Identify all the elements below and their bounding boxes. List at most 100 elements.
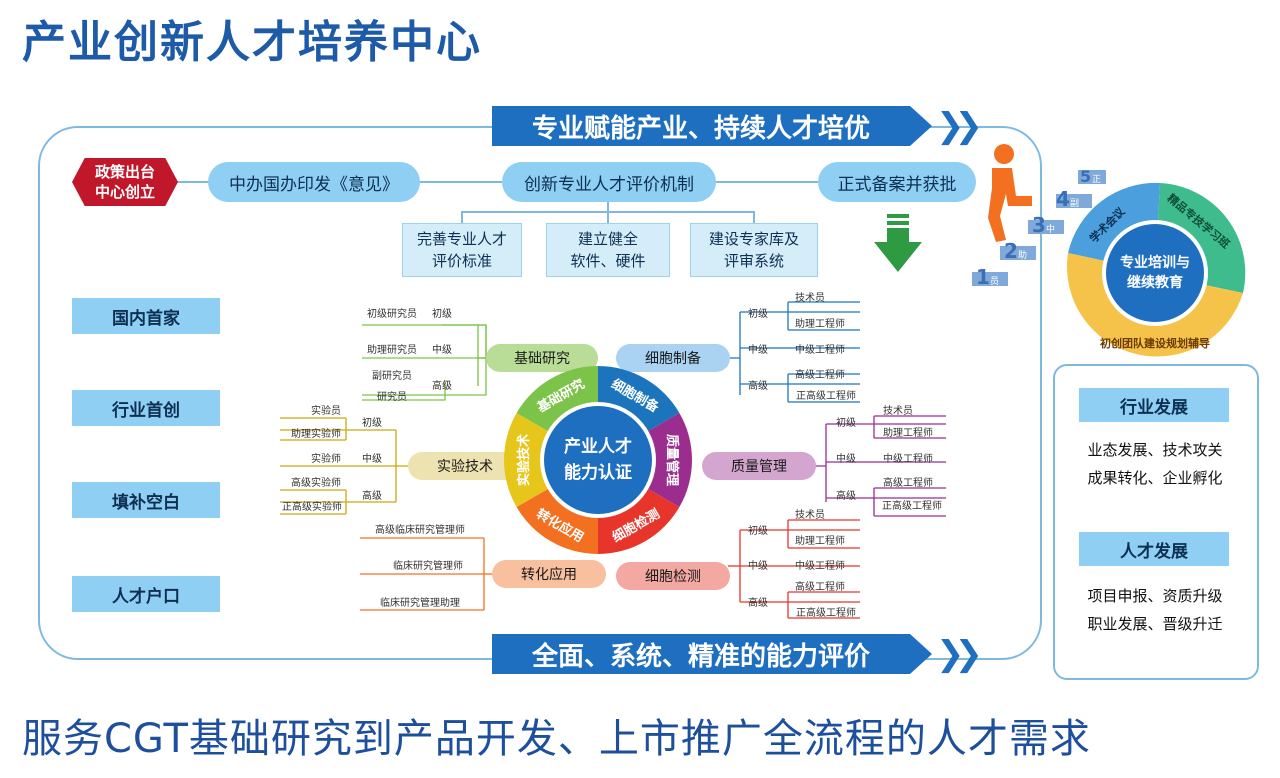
svg-text:高级实验师: 高级实验师	[291, 476, 341, 489]
ring-basic-segment	[516, 366, 598, 432]
branch-lab-label: 实验技术	[437, 459, 493, 475]
svg-text:初级: 初级	[836, 416, 856, 429]
step-3-num: 3	[1032, 213, 1046, 237]
right-panel	[1053, 364, 1259, 680]
branch-basic-research	[362, 324, 518, 401]
ring-apply-segment	[516, 488, 598, 554]
center-circle	[544, 406, 652, 514]
sub-box-experts: 建设专家库及评审系统	[690, 223, 818, 277]
branch-prep-pill	[616, 344, 730, 372]
policy-hexagon: 政策出台中心创立	[72, 158, 178, 206]
svg-text:初级: 初级	[748, 524, 768, 537]
svg-text:高级工程师: 高级工程师	[795, 580, 845, 593]
svg-text:正高级工程师: 正高级工程师	[796, 606, 856, 619]
talent-text: 项目申报、资质升级 职业发展、晋级升迁	[1060, 582, 1250, 638]
svg-text:实验员: 实验员	[311, 404, 341, 417]
training-center-circle	[1106, 224, 1204, 322]
svg-text:高级: 高级	[362, 489, 382, 502]
step-1-num: 1	[976, 265, 990, 289]
bottom-banner: 全面、系统、精准的能力评价 ❯❯	[492, 634, 983, 674]
svg-text:正高级实验师: 正高级实验师	[282, 500, 342, 513]
svg-text:初级: 初级	[748, 307, 768, 320]
training-center-line1: 专业培训与	[1120, 254, 1190, 271]
industry-title: 行业发展	[1079, 388, 1229, 422]
ring-detect-segment	[598, 488, 680, 554]
basic-level-3: 高级	[432, 379, 452, 392]
career-steps: 1 员 2 助 3 中 4 副 5 正	[972, 144, 1106, 289]
step-5-label: 正	[1092, 175, 1101, 185]
basic-level-2: 中级	[432, 343, 452, 356]
training-wheel: 专业培训与 继续教育 学术会议 精品专技学习班 初创团队建设规划辅导	[1066, 182, 1246, 357]
left-tag-talent-registry: 人才户口	[72, 576, 220, 612]
ring-label-lab: 实验技术	[516, 434, 532, 486]
basic-role-2: 助理研究员	[367, 343, 417, 356]
training-center-line2: 继续教育	[1127, 274, 1183, 291]
wheel-conference-segment	[1068, 182, 1160, 261]
svg-text:技术员: 技术员	[795, 508, 825, 521]
svg-text:正高级工程师: 正高级工程师	[796, 389, 856, 402]
branch-basic-label: 基础研究	[514, 350, 570, 367]
sub-box-standards: 完善专业人才评价标准	[402, 223, 522, 277]
svg-text:助理工程师: 助理工程师	[795, 534, 845, 547]
svg-text:正高级工程师: 正高级工程师	[882, 499, 942, 512]
basic-level-1: 初级	[432, 307, 452, 320]
svg-text:中级: 中级	[748, 343, 768, 356]
top-banner: 专业赋能产业、持续人才培优 ❯❯	[492, 106, 983, 146]
flow-step-1: 中办国办印发《意见》	[208, 162, 420, 202]
svg-text:技术员: 技术员	[883, 404, 913, 417]
ring-label-quality: 质量管理	[664, 434, 680, 486]
talent-line2: 职业发展、晋级升迁	[1087, 615, 1223, 633]
bottom-banner-tip	[910, 634, 932, 674]
wheel-label-mentoring: 初创团队建设规划辅导	[1100, 336, 1210, 350]
svg-text:中级: 中级	[362, 452, 382, 465]
svg-text:临床研究管理助理: 临床研究管理助理	[380, 596, 460, 609]
svg-text:高级工程师: 高级工程师	[795, 368, 845, 381]
competency-map: 基础研究 初级 中级 高级 初级研究员 助理研究员 副研究员 研究员 细胞制备 …	[280, 291, 946, 619]
branch-quality-label: 质量管理	[731, 459, 787, 475]
step-2-num: 2	[1004, 239, 1018, 263]
bottom-banner-label: 全面、系统、精准的能力评价	[492, 634, 910, 674]
svg-text:助理实验师: 助理实验师	[291, 427, 341, 440]
bottom-slogan: 服务CGT基础研究到产品开发、上市推广全流程的人才需求	[22, 716, 1091, 762]
talent-title: 人才发展	[1079, 532, 1229, 566]
svg-text:实验师: 实验师	[311, 452, 341, 465]
policy-line2: 中心创立	[94, 183, 155, 201]
branch-detect-pill	[616, 562, 730, 590]
flow-step-3: 正式备案并获批	[818, 162, 976, 202]
svg-text:助理工程师: 助理工程师	[883, 426, 933, 439]
competency-ring: 产业人才 能力认证 基础研究 细胞制备 质量管理 细胞检测 转化应用 实验技术	[504, 366, 692, 554]
top-banner-label: 专业赋能产业、持续人才培优	[492, 106, 910, 146]
down-arrow-icon	[874, 214, 922, 272]
flow-step-2: 创新专业人才评价机制	[502, 162, 716, 202]
industry-line2: 成果转化、企业孵化	[1087, 469, 1223, 487]
step-2-label: 助	[1018, 249, 1027, 261]
branch-quality-pill	[702, 452, 816, 480]
step-5-num: 5	[1080, 167, 1091, 186]
branch-apply-pill	[492, 560, 606, 588]
basic-role-4: 研究员	[377, 390, 407, 403]
step-4-num: 4	[1056, 187, 1070, 211]
sub-box-hardware: 建立健全软件、硬件	[546, 223, 670, 277]
svg-text:中级: 中级	[836, 452, 856, 465]
climbing-person-icon	[988, 144, 1032, 242]
svg-text:初级: 初级	[362, 416, 382, 429]
svg-text:高级工程师: 高级工程师	[883, 476, 933, 489]
wheel-class-segment	[1158, 183, 1246, 293]
branch-detect-label: 细胞检测	[645, 569, 701, 585]
page-title: 产业创新人才培养中心	[22, 17, 482, 68]
svg-text:中级工程师: 中级工程师	[795, 343, 845, 356]
center-line2: 能力认证	[564, 462, 632, 483]
ring-lab-segment	[504, 413, 549, 507]
svg-text:高级: 高级	[748, 596, 768, 609]
svg-text:助理工程师: 助理工程师	[795, 317, 845, 330]
svg-text:中级工程师: 中级工程师	[795, 559, 845, 572]
double-chevron-right-icon: ❯❯	[936, 634, 983, 674]
ring-quality-segment	[647, 413, 692, 507]
svg-text:高级临床研究管理师: 高级临床研究管理师	[375, 523, 465, 536]
policy-line1: 政策出台	[94, 163, 155, 181]
top-banner-tip	[910, 106, 932, 146]
svg-text:临床研究管理师: 临床研究管理师	[393, 559, 463, 572]
branch-apply-label: 转化应用	[521, 566, 577, 583]
left-tag-industry-first: 行业首创	[72, 390, 220, 426]
industry-line1: 业态发展、技术攻关	[1087, 441, 1223, 459]
